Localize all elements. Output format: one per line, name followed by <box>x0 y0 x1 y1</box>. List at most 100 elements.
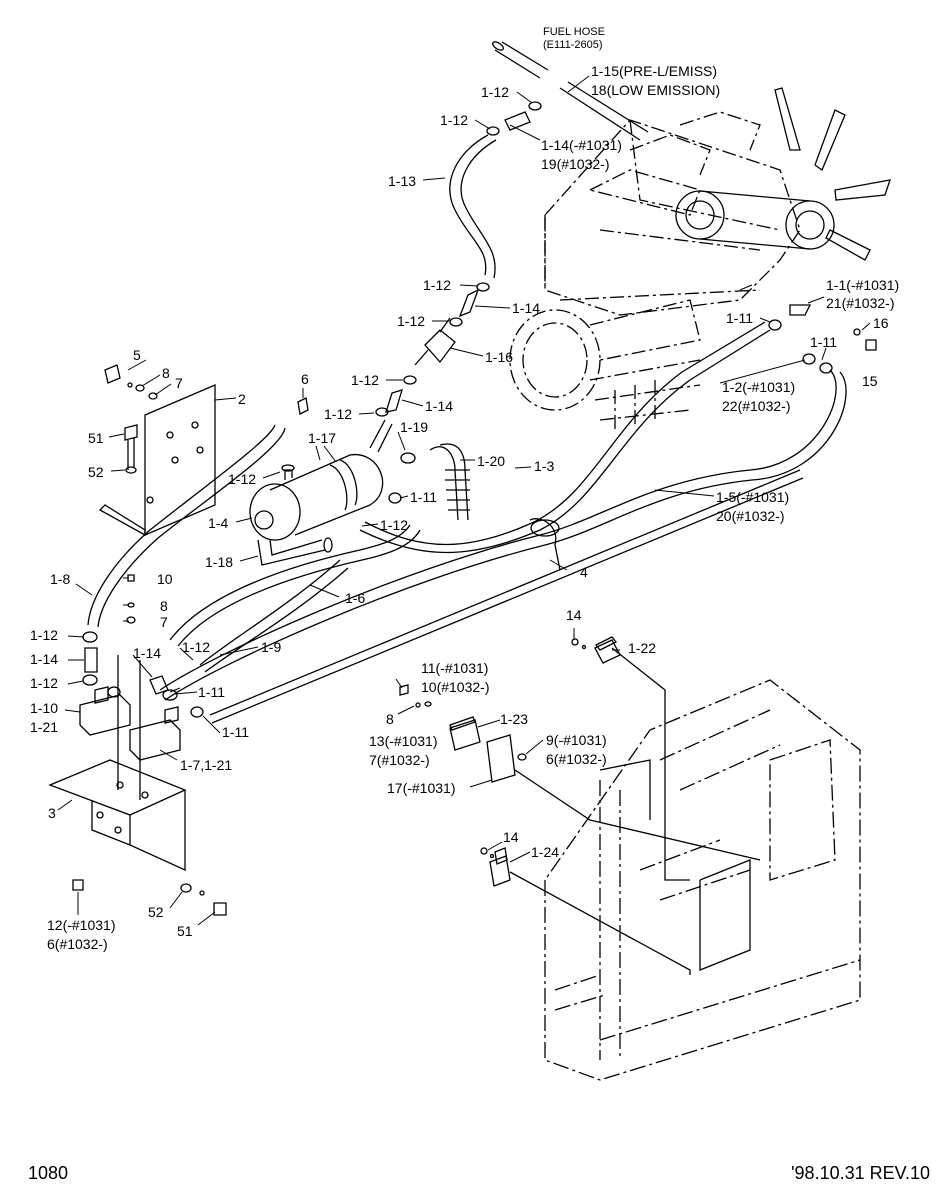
relay-1-22 <box>594 636 690 881</box>
cab-panel <box>599 759 751 971</box>
callout-1-7: 1-7,1-21 <box>180 757 232 773</box>
revision-date: '98.10.31 REV.10 <box>791 1163 930 1183</box>
callout-4: 4 <box>580 564 588 580</box>
page-number: 1080 <box>28 1163 69 1183</box>
callout-16: 16 <box>873 315 889 331</box>
cab-hardware <box>399 638 587 859</box>
callout-9: 9(-#1031) <box>546 732 607 748</box>
hose-long-1-10 <box>209 469 804 724</box>
clamp-4 <box>529 518 561 571</box>
callout-1-4: 1-4 <box>208 515 228 531</box>
callout-51: 51 <box>88 430 104 446</box>
engine-turbo <box>675 190 835 250</box>
callout-7: 7 <box>175 375 183 391</box>
callout-19: 19(#1032-) <box>541 156 610 172</box>
callout-1-11: 1-11 <box>726 310 753 326</box>
callout-1-11: 1-11 <box>410 489 437 505</box>
clamp-1-19 <box>400 452 416 464</box>
callout-7: 7 <box>160 614 168 630</box>
callout-1-1: 1-1(-#1031) <box>826 277 899 293</box>
callout-12: 12(-#1031) <box>47 917 116 933</box>
callout-1-23: 1-23 <box>500 711 528 727</box>
fuel-hose-label: FUEL HOSE <box>543 26 605 38</box>
callout-22: 22(#1032-) <box>722 398 791 414</box>
hose-to-filter <box>369 419 393 453</box>
fuel-filter-1-17 <box>249 454 384 541</box>
callout-20: 20(#1032-) <box>716 508 785 524</box>
callout-10: 10(#1032-) <box>421 679 490 695</box>
callout-6: 6(#1032-) <box>546 751 607 767</box>
hose-1-8 <box>87 424 286 628</box>
callout-17: 17(-#1031) <box>387 780 456 796</box>
cab-outline <box>544 679 861 1081</box>
callout-8: 8 <box>162 365 170 381</box>
callout-1-11: 1-11 <box>222 724 249 740</box>
callout-1-14: 1-14 <box>133 645 161 661</box>
callout-15: 15 <box>862 373 878 389</box>
callout-1-9: 1-9 <box>261 639 281 655</box>
controller-1-23 <box>449 716 761 861</box>
relay-1-24 <box>489 847 691 975</box>
callout-10: 10 <box>157 571 173 587</box>
callout-1-12: 1-12 <box>324 406 352 422</box>
solenoid-valve-1-7 <box>117 655 181 800</box>
callout-1-19: 1-19 <box>400 419 428 435</box>
callout-1-11: 1-11 <box>198 684 225 700</box>
callout-6: 6(#1032-) <box>47 936 108 952</box>
callout-1-14: 1-14 <box>512 300 540 316</box>
hose-1-9 <box>199 559 349 673</box>
callout-1-12: 1-12 <box>30 627 58 643</box>
callout-6: 6 <box>301 371 309 387</box>
callout-1-12: 1-12 <box>380 517 408 533</box>
hose-1-20 <box>429 443 470 521</box>
callout-1-8: 1-8 <box>50 571 70 587</box>
callout-1-10: 1-10 <box>30 700 58 716</box>
callout-13: 13(-#1031) <box>369 733 438 749</box>
callout-1-14: 1-14(-#1031) <box>541 137 622 153</box>
callout-18: 18(LOW EMISSION) <box>591 82 720 98</box>
callout-1-12: 1-12 <box>351 372 379 388</box>
callout-1-13: 1-13 <box>388 173 416 189</box>
callout-1-11: 1-11 <box>810 334 837 350</box>
callout-1-20: 1-20 <box>477 453 505 469</box>
callout-1-12: 1-12 <box>481 84 509 100</box>
callout-8: 8 <box>386 711 394 727</box>
callout-labels: FUEL HOSE (E111-2605) 1-15(PRE-L/EMISS) … <box>30 26 899 952</box>
hose-1-5 <box>159 369 847 701</box>
solenoid-valve-1-10 <box>79 631 131 736</box>
callout-8: 8 <box>160 598 168 614</box>
callout-1-12: 1-12 <box>182 639 210 655</box>
callout-52: 52 <box>148 904 164 920</box>
callout-7: 7(#1032-) <box>369 752 430 768</box>
bracket-2 <box>98 384 216 537</box>
leader-lines <box>57 75 871 926</box>
hose-1-18 <box>257 537 333 566</box>
callout-1-17: 1-17 <box>308 430 336 446</box>
pipe-1-14 <box>84 111 531 695</box>
fuel-hose-partno: (E111-2605) <box>543 39 603 51</box>
callout-1-12: 1-12 <box>30 675 58 691</box>
callout-52: 52 <box>88 464 104 480</box>
clamp-1-12-top <box>375 101 542 417</box>
callout-51: 51 <box>177 923 193 939</box>
callout-5: 5 <box>133 347 141 363</box>
callout-1-3: 1-3 <box>534 458 554 474</box>
callout-1-15: 1-15(PRE-L/EMISS) <box>591 63 717 79</box>
callout-1-2: 1-2(-#1031) <box>722 379 795 395</box>
callout-1-12: 1-12 <box>228 471 256 487</box>
engine-fan <box>774 87 891 261</box>
callout-3: 3 <box>48 805 56 821</box>
callout-1-12: 1-12 <box>423 277 451 293</box>
engine-outline <box>509 111 801 430</box>
callout-1-6: 1-6 <box>345 590 365 606</box>
callout-14: 14 <box>566 607 582 623</box>
callout-1-24: 1-24 <box>531 844 559 860</box>
callout-1-16: 1-16 <box>485 349 513 365</box>
fuel-hose-tube <box>492 41 649 141</box>
hose-1-13 <box>449 134 497 279</box>
hose-1-6 <box>169 524 421 647</box>
callout-11: 11(-#1031) <box>421 660 488 676</box>
inline-filter-1-16 <box>414 317 456 366</box>
small-hardware <box>72 364 309 916</box>
